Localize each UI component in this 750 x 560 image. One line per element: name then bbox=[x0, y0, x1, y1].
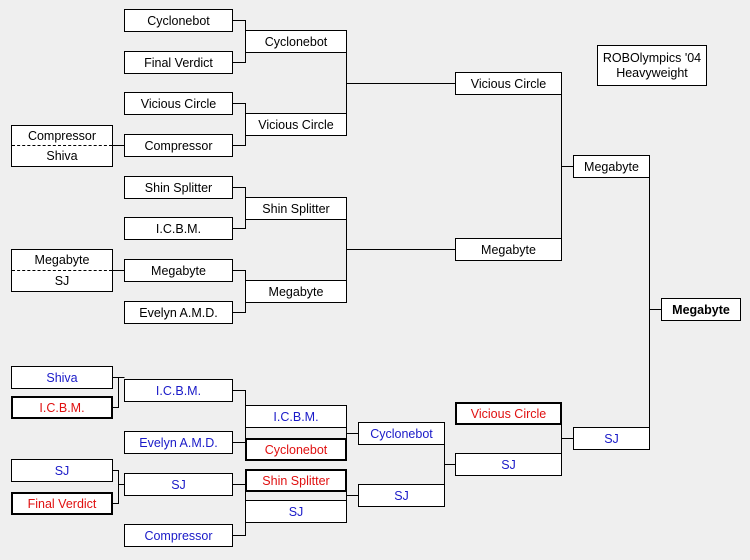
r1-icbm: I.C.B.M. bbox=[124, 217, 233, 240]
title-line-2: Heavyweight bbox=[616, 65, 688, 80]
lb-a-compressor: Compressor bbox=[124, 524, 233, 547]
title-line-1: ROBOlympics '04 bbox=[602, 50, 702, 65]
r1-compressor: Compressor bbox=[124, 134, 233, 157]
r3-megabyte: Megabyte bbox=[455, 238, 562, 261]
lb-d-sj: SJ bbox=[455, 453, 562, 476]
winners-final-megabyte: Megabyte bbox=[573, 155, 650, 178]
r1-cyclonebot: Cyclonebot bbox=[124, 9, 233, 32]
lb-b-cyclonebot: Cyclonebot bbox=[245, 438, 347, 461]
lb-entry-icbm: I.C.B.M. bbox=[11, 396, 113, 419]
play-in-pair-2: Megabyte SJ bbox=[11, 249, 113, 292]
play-in-pair-1-bottom: Shiva bbox=[46, 149, 78, 163]
play-in-pair-2-bottom: SJ bbox=[54, 273, 70, 288]
lb-a-sj: SJ bbox=[124, 473, 233, 496]
r1-megabyte: Megabyte bbox=[124, 259, 233, 282]
lb-c-sj: SJ bbox=[358, 484, 445, 507]
r2-cyclonebot: Cyclonebot bbox=[245, 30, 347, 53]
play-in-pair-1-top: Compressor bbox=[12, 126, 112, 146]
r1-final-verdict: Final Verdict bbox=[124, 51, 233, 74]
play-in-pair-1: Compressor Shiva bbox=[11, 125, 113, 167]
lb-b-shin-splitter: Shin Splitter bbox=[245, 469, 347, 492]
lb-entry-sj: SJ bbox=[11, 459, 113, 482]
losers-final-sj: SJ bbox=[573, 427, 650, 450]
tournament-title: ROBOlympics '04 Heavyweight bbox=[597, 45, 707, 86]
lb-c-cyclonebot: Cyclonebot bbox=[358, 422, 445, 445]
lb-b-icbm: I.C.B.M. bbox=[245, 405, 347, 428]
r3-vicious-circle: Vicious Circle bbox=[455, 72, 562, 95]
r2-vicious-circle: Vicious Circle bbox=[245, 113, 347, 136]
lb-b-sj: SJ bbox=[245, 500, 347, 523]
r2-megabyte: Megabyte bbox=[245, 280, 347, 303]
lb-entry-final-verdict: Final Verdict bbox=[11, 492, 113, 515]
r2-shin-splitter: Shin Splitter bbox=[245, 197, 347, 220]
champion: Megabyte bbox=[661, 298, 741, 321]
play-in-pair-2-top: Megabyte bbox=[12, 250, 112, 271]
lb-a-icbm: I.C.B.M. bbox=[124, 379, 233, 402]
lb-a-evelyn-amd: Evelyn A.M.D. bbox=[124, 431, 233, 454]
lb-d-vicious-circle: Vicious Circle bbox=[455, 402, 562, 425]
lb-entry-shiva: Shiva bbox=[11, 366, 113, 389]
r1-evelyn-amd: Evelyn A.M.D. bbox=[124, 301, 233, 324]
r1-shin-splitter: Shin Splitter bbox=[124, 176, 233, 199]
r1-vicious-circle: Vicious Circle bbox=[124, 92, 233, 115]
